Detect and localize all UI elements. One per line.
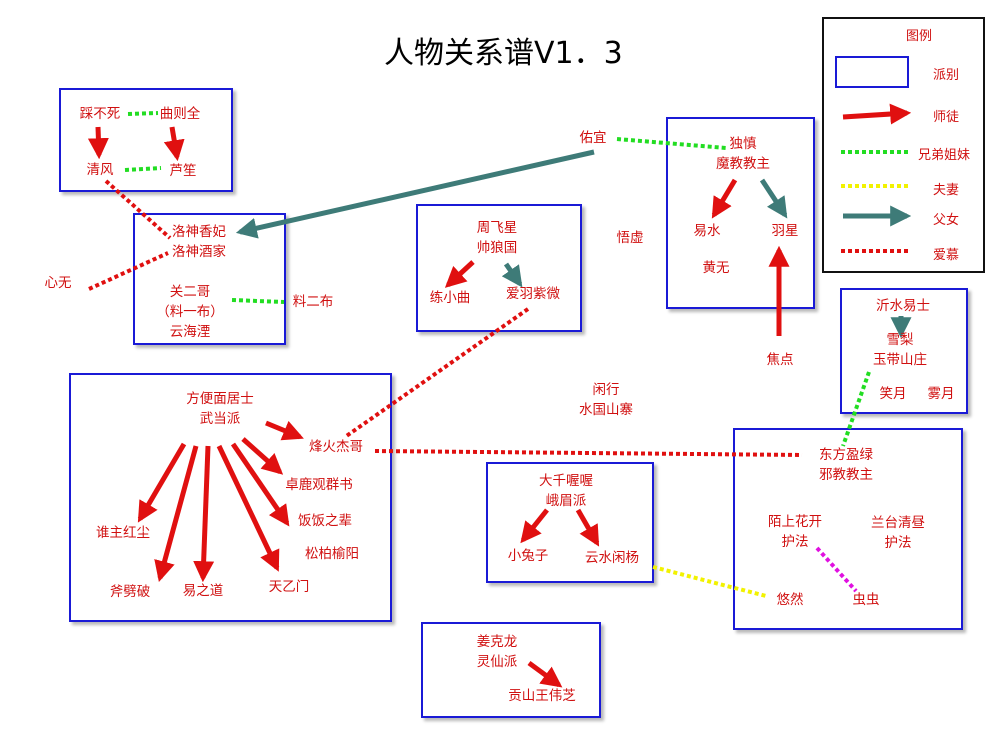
master-arrow: [575, 508, 600, 547]
node-fupi: 斧劈破: [109, 584, 151, 600]
node-wuxu: 悟虚: [616, 230, 644, 246]
master-arrow: [711, 178, 738, 219]
node-fanfan: 饭饭之辈: [298, 513, 352, 529]
node-chongchong: 虫虫: [852, 592, 880, 608]
node-zhoufeixing: 周飞星 帅狼国: [476, 220, 518, 256]
faction-box-qingfeng: [59, 88, 233, 192]
master-arrow: [216, 444, 280, 572]
sibling-link: [841, 371, 871, 447]
node-xiaoyue: 笑月: [879, 386, 907, 402]
love-link: [343, 307, 530, 439]
sibling-link: [616, 137, 727, 150]
legend-faction-swatch: [835, 56, 909, 88]
master-arrow: [520, 508, 549, 544]
master-arrow: [193, 445, 215, 583]
legend-heading: 图例: [906, 29, 933, 44]
faction-box-wudang: [69, 373, 392, 622]
node-luoshen: 洛神香妃 洛神酒家: [172, 224, 226, 260]
node-yishui: 易水: [693, 223, 721, 239]
legend-label-faction: 派别: [933, 68, 960, 83]
master-arrow: [137, 442, 187, 523]
love-link: [104, 179, 172, 240]
master-arrow: [154, 445, 199, 583]
master-arrow: [87, 126, 109, 160]
node-yuxing: 羽星: [771, 223, 799, 239]
diagram-title: 人物关系谱V1．3: [384, 36, 623, 71]
node-daqian: 大千喔喔 峨眉派: [539, 473, 593, 509]
legend-label-master: 师徒: [933, 110, 960, 125]
node-xiaotuzi: 小兔子: [507, 548, 549, 564]
love-link: [374, 449, 803, 457]
legend-label-love: 爱慕: [933, 248, 960, 263]
love-link: [88, 251, 169, 291]
sibling-link: [127, 111, 159, 116]
legend-master-swatch: [842, 103, 912, 125]
master-arrow: [527, 660, 563, 688]
node-lantai: 兰台清昼 护法: [871, 515, 925, 551]
node-aiyuziwei: 爱羽紫微: [506, 286, 560, 302]
faction-box-emei: [486, 462, 654, 583]
node-xueli: 雪梨 玉带山庄: [873, 332, 927, 368]
faction-box-lingxian: [421, 622, 601, 718]
faction-box-mojiao: [666, 117, 815, 309]
node-gongshan: 贡山王伟芝: [508, 688, 576, 704]
father-arrow: [759, 178, 788, 219]
node-tianyimen: 天乙门: [268, 579, 310, 595]
master-arrow: [444, 260, 475, 288]
node-youran: 悠然: [776, 592, 804, 608]
sibling-link: [124, 166, 162, 172]
father-arrow: [501, 262, 523, 288]
node-moshang: 陌上花开 护法: [768, 514, 822, 550]
node-fangbian: 方便面居士 武当派: [186, 391, 254, 427]
master-arrow: [230, 442, 290, 527]
legend-label-sibling: 兄弟姐妹: [918, 148, 971, 163]
master-arrow: [265, 420, 304, 441]
node-liaoerbu: 料二布: [292, 294, 334, 310]
father-arrow: [235, 149, 595, 239]
node-quzequan: 曲则全: [159, 106, 201, 122]
magenta-link: [815, 546, 858, 593]
faction-box-luoshen: [133, 213, 286, 345]
master-arrow: [241, 437, 284, 475]
sibling-link: [231, 298, 285, 304]
node-fenghuo: 烽火杰哥: [309, 439, 363, 455]
node-xinwu: 心无: [44, 275, 72, 291]
node-jiangkelong: 姜克龙 灵仙派: [476, 634, 518, 670]
node-caibusi: 踩不死: [79, 106, 121, 122]
node-huangwu: 黄无: [702, 260, 730, 276]
node-songbai: 松柏榆阳: [305, 546, 359, 562]
legend: [822, 17, 985, 273]
legend-label-father: 父女: [933, 213, 960, 228]
faction-box-yudai: [840, 288, 968, 414]
node-wuyue: 雾月: [927, 386, 955, 402]
spouse-link: [652, 565, 767, 598]
node-qingfeng: 清风: [86, 162, 114, 178]
node-lianxiaoqu: 练小曲: [429, 290, 471, 306]
node-lusheng: 芦笙: [169, 163, 197, 179]
node-youyi: 佑宜: [579, 130, 607, 146]
legend-label-spouse: 夫妻: [933, 183, 960, 198]
node-jiaodian: 焦点: [766, 352, 794, 368]
node-dushen: 独慎 魔教教主: [716, 136, 770, 172]
node-yishuiyishi: 沂水易士: [876, 298, 930, 314]
node-yizhidao: 易之道: [182, 583, 224, 599]
master-arrow: [163, 126, 185, 162]
node-zhuolu: 卓鹿观群书: [285, 477, 353, 493]
faction-box-xiejiao: [733, 428, 963, 630]
node-dongfang: 东方盈绿 邪教教主: [819, 447, 873, 483]
node-yunshui: 云水闲杨: [585, 550, 639, 566]
node-shuizhu: 谁主红尘: [96, 525, 150, 541]
node-xianxing: 闲行 水国山寨: [579, 382, 633, 418]
node-guanerge: 关二哥 （料一布） 云海湮: [156, 284, 224, 340]
